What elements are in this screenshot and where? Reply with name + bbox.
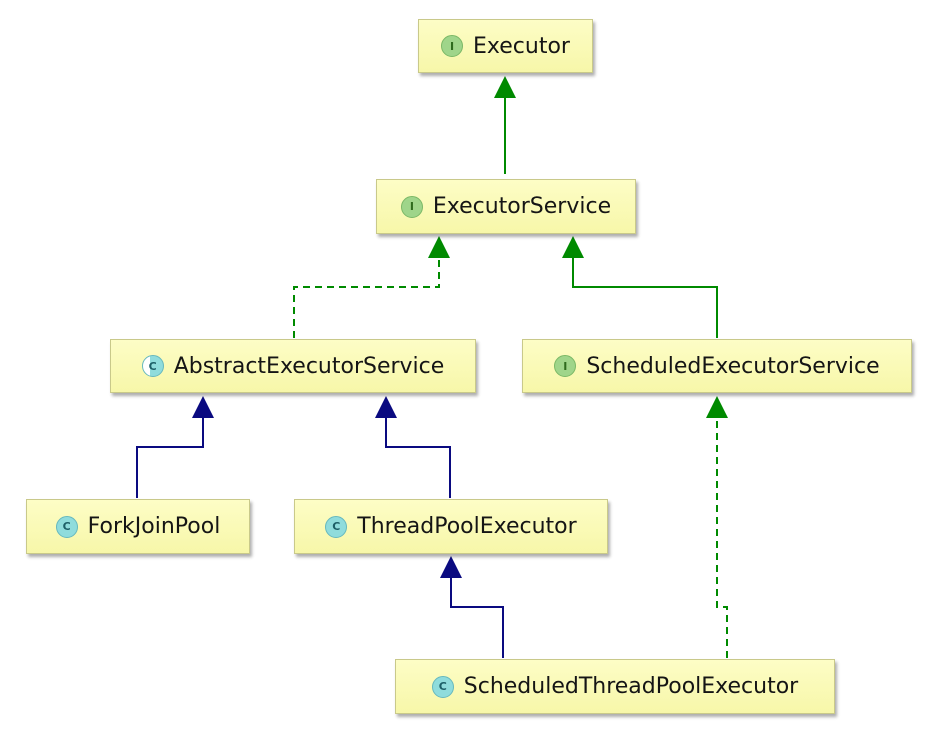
arrowhead-scheduled_executor_service-to-executor_service <box>562 236 584 258</box>
arrowhead-fork_join_pool-to-abstract_executor_service <box>192 396 214 418</box>
interface-icon: I <box>554 355 577 377</box>
arrowhead-scheduled_thread_pool_executor-to-thread_pool_executor <box>440 556 462 578</box>
arrowhead-executor_service-to-executor <box>494 76 516 98</box>
edge-line-scheduled_thread_pool_executor-to-thread_pool_executor <box>450 577 504 658</box>
node-scheduled-executor-service[interactable]: I ScheduledExecutorService <box>522 339 912 393</box>
node-executor-service[interactable]: I ExecutorService <box>376 179 636 234</box>
node-scheduled-thread-pool-executor[interactable]: C ScheduledThreadPoolExecutor <box>395 659 835 714</box>
arrowhead-abstract_executor_service-to-executor_service <box>428 236 450 258</box>
edge-line-scheduled_thread_pool_executor-to-scheduled_executor_service <box>716 417 728 658</box>
node-executor[interactable]: I Executor <box>418 19 593 73</box>
arrowhead-thread_pool_executor-to-abstract_executor_service <box>375 396 397 418</box>
abstract-class-icon: C <box>141 355 164 377</box>
edge-line-scheduled_executor_service-to-executor_service <box>572 257 718 338</box>
class-icon: C <box>325 515 348 538</box>
node-fork-join-pool[interactable]: C ForkJoinPool <box>26 499 250 554</box>
node-label: AbstractExecutorService <box>173 353 445 379</box>
class-icon: C <box>431 675 454 698</box>
node-label: ForkJoinPool <box>87 514 221 539</box>
node-thread-pool-executor[interactable]: C ThreadPoolExecutor <box>294 499 608 554</box>
node-label: ScheduledThreadPoolExecutor <box>463 674 799 699</box>
edge-line-thread_pool_executor-to-abstract_executor_service <box>385 417 451 498</box>
arrowhead-scheduled_thread_pool_executor-to-scheduled_executor_service <box>706 396 728 418</box>
edge-line-fork_join_pool-to-abstract_executor_service <box>136 417 204 498</box>
node-abstract-executor-service[interactable]: C AbstractExecutorService <box>110 339 476 393</box>
edge-line-abstract_executor_service-to-executor_service <box>293 257 440 338</box>
node-label: ExecutorService <box>432 194 612 219</box>
interface-icon: I <box>441 35 464 57</box>
node-label: ScheduledExecutorService <box>586 353 880 379</box>
interface-icon: I <box>400 195 423 218</box>
node-label: ThreadPoolExecutor <box>357 514 577 539</box>
node-label: Executor <box>473 33 570 59</box>
class-icon: C <box>55 515 78 538</box>
